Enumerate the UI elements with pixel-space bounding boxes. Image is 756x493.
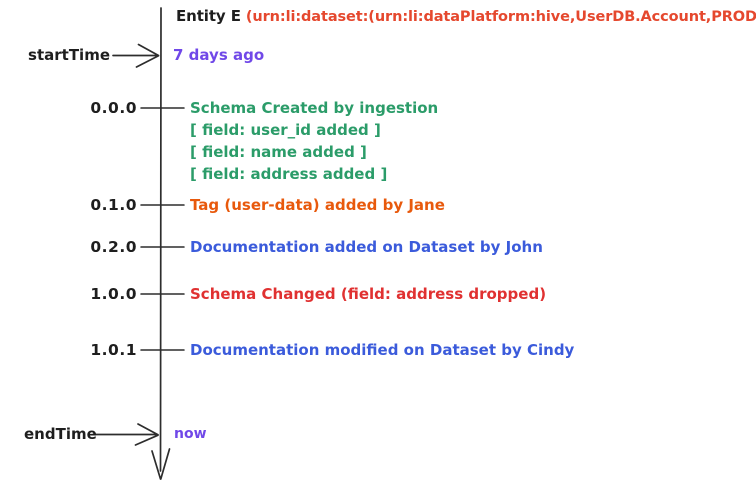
event-description-line: [ field: name added ] xyxy=(190,143,367,161)
event-description: Documentation added on Dataset by John xyxy=(190,236,543,258)
event-description-line: Tag (user-data) added by Jane xyxy=(190,196,445,214)
end-time-value: now xyxy=(174,426,207,442)
event-description-line: Schema Created by ingestion xyxy=(190,99,439,117)
event-description-line: [ field: user_id added ] xyxy=(190,121,381,139)
entity-urn: (urn:li:dataset:(urn:li:dataPlatform:hiv… xyxy=(245,9,756,25)
event-description: Schema Created by ingestion [ field: user… xyxy=(190,97,438,185)
event-description-line: Documentation added on Dataset by John xyxy=(190,238,543,256)
end-time-arrow-icon xyxy=(92,423,159,446)
event-description-line: Schema Changed (field: address dropped) xyxy=(190,285,547,303)
event-description: Documentation modified on Dataset by Cin… xyxy=(190,339,574,361)
entity-name: Entity E xyxy=(176,7,241,25)
version-label: 1.0.0 xyxy=(90,285,137,303)
event-description-line: [ field: address added ] xyxy=(190,165,388,183)
event-description: Tag (user-data) added by Jane xyxy=(190,194,445,216)
version-label: 0.0.0 xyxy=(90,99,137,117)
version-label: 1.0.1 xyxy=(90,341,137,359)
start-time-arrow-icon xyxy=(112,43,160,68)
timeline-arrowhead-icon xyxy=(151,448,171,480)
start-time-value: 7 days ago xyxy=(173,46,265,64)
end-time-label: endTime xyxy=(24,425,97,443)
page-title: Entity E(urn:li:dataset:(urn:li:dataPlat… xyxy=(176,7,756,25)
start-time-label: startTime xyxy=(28,46,110,64)
event-description: Schema Changed (field: address dropped) xyxy=(190,283,546,305)
version-label: 0.1.0 xyxy=(90,196,137,214)
timeline-line xyxy=(159,7,162,472)
event-description-line: Documentation modified on Dataset by Cin… xyxy=(190,341,575,359)
version-label: 0.2.0 xyxy=(90,238,137,256)
